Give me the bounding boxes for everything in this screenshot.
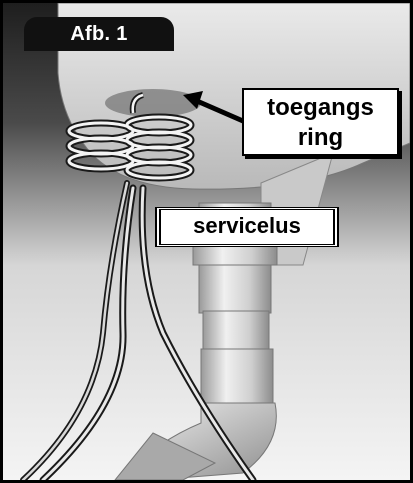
callout-access-ring-line2: ring — [244, 123, 397, 153]
callout-access-ring: toegangs ring — [242, 88, 399, 156]
callout-service-loop: servicelus — [155, 207, 339, 247]
figure-number-tab: Afb. 1 — [24, 17, 174, 51]
callout-access-ring-line1: toegangs — [244, 93, 397, 123]
